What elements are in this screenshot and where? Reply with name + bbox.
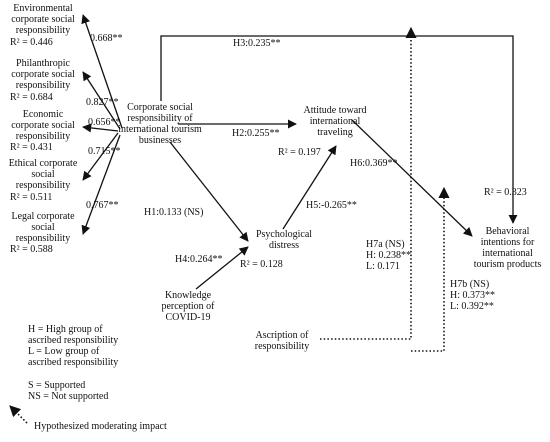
h2-label: H2:0.255** — [232, 128, 280, 139]
env-label: Environmental corporate social responsib… — [0, 3, 86, 36]
legal-label: Legal corporate social responsibility — [0, 211, 86, 244]
econ-line-3: responsibility — [15, 131, 71, 142]
legal-path-coef: 0.767** — [86, 200, 119, 211]
h7a-line-2: H: 0.238** — [366, 250, 411, 261]
ascription-construct: Ascription of responsibility — [246, 330, 318, 352]
attitude-line-3: traveling — [317, 127, 353, 138]
arrow-moderating-h7b — [411, 186, 450, 352]
phil-line-2: corporate social — [11, 69, 75, 80]
ascription-line-2: responsibility — [254, 341, 310, 352]
legend-group-line-3: L = Low group of — [28, 346, 100, 357]
csr-line-1: Corporate social — [127, 102, 193, 113]
legal-line-2: social — [31, 222, 55, 233]
knowledge-line-2: perception of — [161, 301, 215, 312]
env-line-1: Environmental — [13, 3, 73, 14]
knowledge-line-3: COVID-19 — [165, 312, 211, 323]
ascription-line-1: Ascription of — [255, 330, 309, 341]
arrow-csr-econ — [82, 123, 119, 133]
distress-line-1: Psychological — [255, 229, 313, 240]
eth-label: Ethical corporate social responsibility — [0, 158, 86, 191]
env-line-3: responsibility — [15, 25, 71, 36]
econ-path-coef: 0.656** — [88, 117, 121, 128]
legend-supported: S = Supported — [28, 380, 86, 391]
h6-label: H6:0.369** — [350, 158, 398, 169]
legend-dotted-arrow — [9, 405, 28, 424]
arrow-h3 — [160, 35, 518, 224]
knowledge-construct: Knowledge perception of COVID-19 — [146, 290, 230, 323]
legend-moderating: Hypothesized moderating impact — [34, 421, 167, 432]
csr-construct: Corporate social responsibility of inter… — [106, 102, 214, 146]
eth-line-2: social — [31, 169, 55, 180]
env-r2: R² = 0.446 — [10, 37, 53, 48]
distress-construct: Psychological distress — [246, 229, 322, 251]
arrow-h4 — [195, 246, 249, 290]
attitude-construct: Attitude toward international traveling — [290, 105, 380, 138]
econ-line-2: corporate social — [11, 120, 75, 131]
behavioral-line-3: international — [482, 248, 533, 259]
knowledge-line-1: Knowledge — [164, 290, 212, 301]
h1-label: H1:0.133 (NS) — [144, 207, 204, 218]
phil-line-3: responsibility — [15, 80, 71, 91]
distress-line-2: distress — [269, 240, 299, 251]
phil-r2: R² = 0.684 — [10, 92, 53, 103]
arrow-h5 — [282, 145, 337, 230]
arrow-csr-phil — [82, 71, 121, 130]
arrow-h6 — [351, 119, 473, 237]
arrow-csr-env — [81, 14, 123, 129]
csr-line-2: responsibility of — [127, 113, 193, 124]
legal-line-3: responsibility — [15, 233, 71, 244]
arrow-csr-eth — [82, 132, 119, 181]
eth-r2: R² = 0.511 — [10, 192, 53, 203]
legal-line-1: Legal corporate — [11, 211, 75, 222]
behavioral-construct: Behavioral intentions for international … — [465, 226, 550, 270]
attitude-line-1: Attitude toward — [303, 105, 367, 116]
arrow-moderating-h7a — [320, 26, 417, 340]
distress-r2: R² = 0.128 — [240, 259, 283, 270]
legend-support: S = Supported NS = Not supported — [28, 380, 108, 402]
h7b-line-2: H: 0.373** — [450, 290, 495, 301]
env-path-coef: 0.668** — [90, 33, 123, 44]
legend-groups: H = High group of ascribed responsibilit… — [28, 324, 118, 368]
arrow-csr-legal — [81, 134, 121, 235]
econ-r2: R² = 0.431 — [10, 142, 53, 153]
behavioral-line-1: Behavioral — [485, 226, 530, 237]
h7a-label: H7a (NS) H: 0.238** L: 0.171 — [366, 239, 411, 272]
behavioral-line-4: tourism products — [473, 259, 542, 270]
legend-group-line-1: H = High group of — [28, 324, 103, 335]
behavioral-line-2: intentions for — [480, 237, 535, 248]
csr-line-4: businesses — [138, 135, 182, 146]
phil-path-coef: 0.827** — [86, 97, 119, 108]
eth-line-3: responsibility — [15, 180, 71, 191]
legend-not-supported: NS = Not supported — [28, 391, 109, 402]
h5-label: H5:-0.265** — [306, 200, 357, 211]
h3-label: H3:0.235** — [233, 38, 281, 49]
legend-group-line-2: ascribed responsibility — [28, 335, 119, 346]
h7b-line-1: H7b (NS) — [450, 279, 490, 290]
env-line-2: corporate social — [11, 14, 75, 25]
csr-line-3: international tourism — [118, 124, 202, 135]
attitude-line-2: international — [309, 116, 361, 127]
arrow-h1 — [169, 141, 249, 242]
econ-label: Economic corporate social responsibility — [0, 109, 86, 142]
h7b-line-3: L: 0.392** — [450, 301, 494, 312]
legend-group-line-4: ascribed responsibility — [28, 357, 119, 368]
phil-line-1: Philanthropic — [16, 58, 70, 69]
h7a-line-1: H7a (NS) — [366, 239, 405, 250]
h4-label: H4:0.264** — [175, 254, 223, 265]
h7b-label: H7b (NS) H: 0.373** L: 0.392** — [450, 279, 495, 312]
attitude-r2: R² = 0.197 — [278, 147, 321, 158]
econ-line-1: Economic — [22, 109, 64, 120]
h7a-line-3: L: 0.171 — [366, 261, 400, 272]
eth-line-1: Ethical corporate — [8, 158, 78, 169]
eth-path-coef: 0.715** — [88, 146, 121, 157]
phil-label: Philanthropic corporate social responsib… — [0, 58, 86, 91]
legal-r2: R² = 0.588 — [10, 244, 53, 255]
behavioral-r2: R² = 0.323 — [484, 187, 527, 198]
